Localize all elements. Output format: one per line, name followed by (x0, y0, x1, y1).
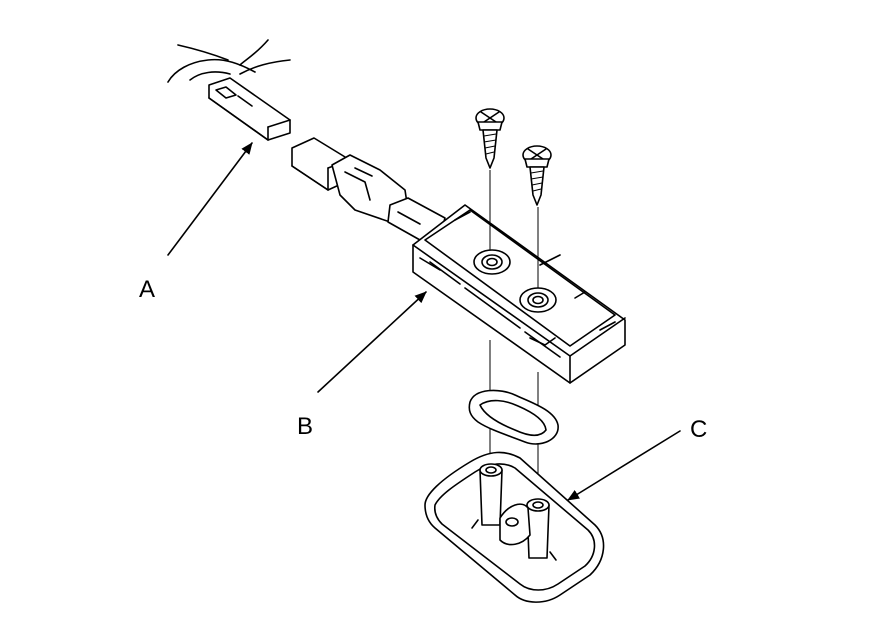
screw-left (475, 108, 505, 169)
gasket (468, 389, 559, 445)
callout-label-c: C (690, 416, 708, 443)
callout-label-b: B (297, 413, 314, 440)
cable-connector (291, 137, 446, 241)
callout-label-a: A (139, 276, 156, 303)
module-b (412, 204, 626, 384)
arrow-b (317, 291, 427, 393)
arrow-a (167, 142, 253, 256)
base-c (424, 451, 605, 603)
screw-right (522, 145, 552, 206)
hand-illustration (167, 39, 291, 83)
connector-a (208, 77, 291, 141)
arrow-c (567, 430, 681, 501)
